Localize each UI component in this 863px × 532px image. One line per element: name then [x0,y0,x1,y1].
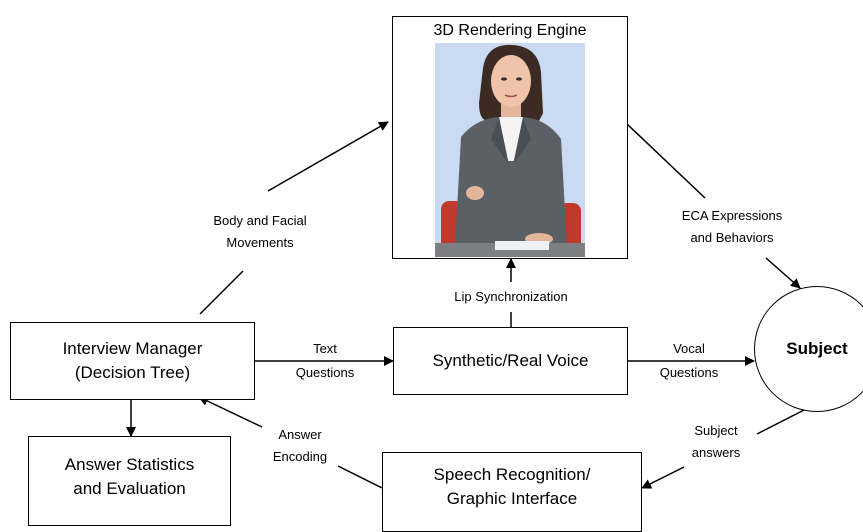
arrow-answer-encoding [198,396,263,428]
answer-statistics-line1: Answer Statistics [64,455,195,474]
interview-manager-box: Interview Manager (Decision Tree) [10,322,255,400]
speech-recognition-box: Speech Recognition/ Graphic Interface [382,452,642,532]
arrow-body-facial-head [267,121,389,192]
speech-recognition-line1: Speech Recognition/ [433,465,591,484]
label-lip-sync: Lip Synchronization [454,289,568,304]
arrow-body-facial [199,270,244,315]
interview-manager-line1: Interview Manager [62,339,203,358]
line-eca [626,123,706,199]
connector-layer [126,121,809,489]
answer-statistics-box: Answer Statistics and Evaluation [28,436,231,526]
label-vocal-questions: Vocal Questions [659,341,719,380]
avatar-image [435,43,585,257]
speech-recognition-line2: Graphic Interface [446,489,578,508]
arrow-subject-answers [641,466,685,489]
avatar-jacket [455,117,567,247]
line-answer-encoding [337,465,383,489]
subject-label: Subject [786,339,848,358]
synthetic-voice-label: Synthetic/Real Voice [432,351,589,370]
rendering-engine-title: 3D Rendering Engine [433,22,587,39]
answer-statistics-line2: and Evaluation [73,479,186,498]
rendering-engine-box: 3D Rendering Engine [392,16,628,259]
label-body-facial: Body and Facial Movements [213,213,307,250]
avatar-hand [466,186,484,200]
avatar-face [491,55,531,107]
label-eca-expressions: ECA Expressions and Behaviors [681,208,783,245]
arrow-eca-head [765,257,801,289]
line-subject-answers [756,407,809,435]
avatar-paper [495,241,549,250]
label-subject-answers: Subject answers [691,423,741,460]
subject-circle: Subject [754,286,863,412]
label-text-questions: Text Questions [295,341,355,380]
synthetic-voice-box: Synthetic/Real Voice [393,327,628,395]
interview-manager-line2: (Decision Tree) [74,363,191,382]
label-answer-encoding: Answer Encoding [272,427,328,464]
